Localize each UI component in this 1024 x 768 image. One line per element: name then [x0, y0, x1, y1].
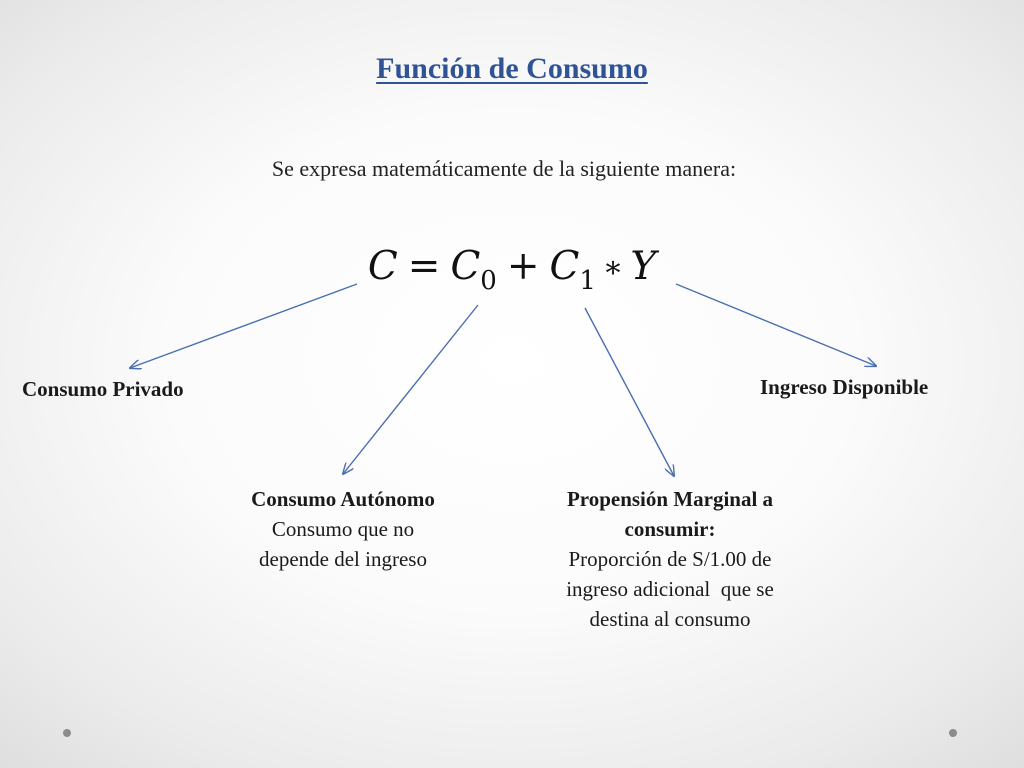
formula-equals: =: [407, 244, 441, 289]
slide-corner-dot-right: [949, 729, 957, 737]
consumption-formula: C=C0+C1∗Y: [0, 244, 1024, 294]
arrow-to-consumo-autonomo: [343, 304, 479, 474]
consumo-autonomo-title: Consumo Autónomo: [251, 487, 435, 511]
formula-y: Y: [630, 244, 657, 289]
consumo-autonomo-desc-line-2: depende del ingreso: [259, 547, 427, 571]
propension-desc-line-1: Proporción de S/1.00 de: [568, 547, 772, 571]
arrow-to-consumo-privado: [130, 283, 358, 368]
label-propension-marginal: Propensión Marginal a consumir: Proporci…: [520, 484, 820, 634]
arrow-to-ingreso-disponible: [675, 283, 876, 366]
slide-subtitle: Se expresa matemáticamente de la siguien…: [271, 156, 737, 181]
arrow-to-propension-marginal: [584, 307, 674, 476]
slide-title: Función de Consumo: [0, 52, 1024, 86]
formula-c0: C: [450, 244, 481, 289]
formula-times: ∗: [602, 250, 624, 285]
propension-desc-line-3: destina al consumo: [589, 607, 751, 631]
propension-title-line-1: Propensión Marginal a: [566, 487, 774, 511]
slide-corner-dot-left: [63, 729, 71, 737]
propension-title-line-2: consumir:: [624, 517, 716, 541]
label-ingreso-disponible: Ingreso Disponible: [760, 375, 929, 399]
formula-consumption-c: C: [367, 244, 398, 289]
propension-desc-line-2: ingreso adicional que se: [566, 577, 774, 601]
formula-plus: +: [506, 244, 540, 289]
label-consumo-autonomo: Consumo Autónomo Consumo que no depende …: [215, 484, 471, 574]
formula-c0-subscript: 0: [480, 266, 497, 296]
label-consumo-privado: Consumo Privado: [22, 377, 184, 401]
formula-c1-subscript: 1: [579, 266, 596, 296]
consumo-autonomo-desc-line-1: Consumo que no: [271, 517, 415, 541]
formula-c1: C: [549, 244, 580, 289]
slide-title-text: Función de Consumo: [376, 52, 648, 85]
